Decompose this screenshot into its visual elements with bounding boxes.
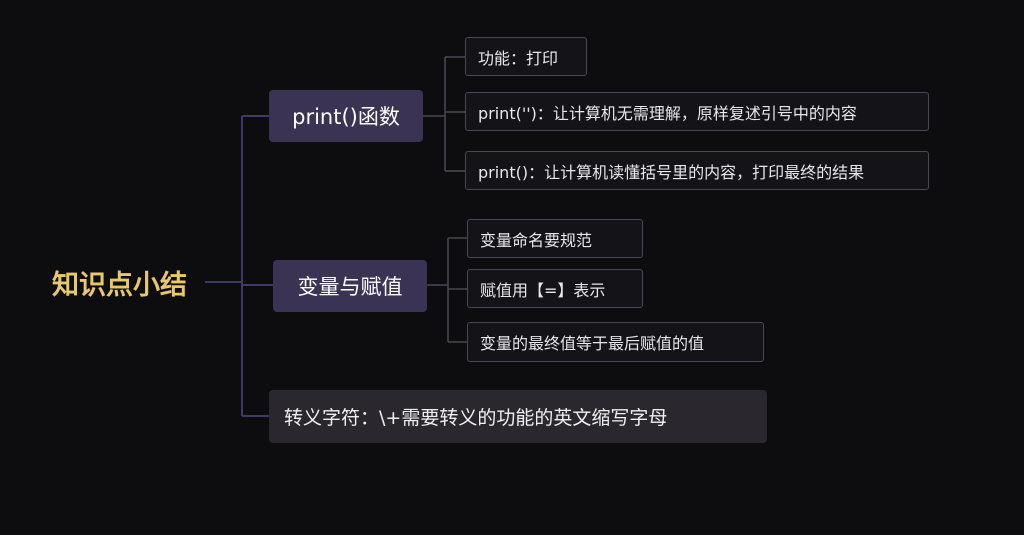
branch-print-function: print()函数 [269,90,423,142]
leaf-assignment-operator: 赋值用【=】表示 [467,269,643,308]
leaf-print-unquoted: print()：让计算机读懂括号里的内容，打印最终的结果 [465,151,929,190]
root-topic: 知识点小结 [52,269,187,301]
leaf-print-function-purpose: 功能：打印 [465,37,587,76]
leaf-variable-naming: 变量命名要规范 [467,219,643,258]
leaf-variable-final-value: 变量的最终值等于最后赋值的值 [467,322,764,362]
leaf-print-quoted: print('')：让计算机无需理解，原样复述引号中的内容 [465,92,929,131]
branch-variables-assignment: 变量与赋值 [273,260,427,312]
branch-escape-characters: 转义字符：\+需要转义的功能的英文缩写字母 [269,390,767,443]
